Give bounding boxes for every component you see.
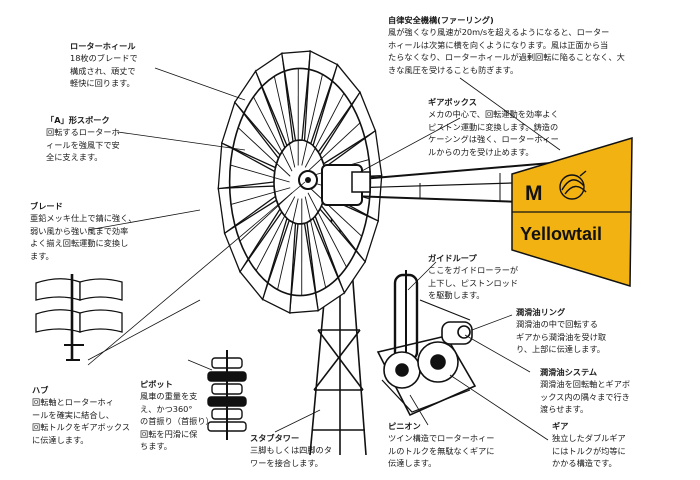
label-text: 風が強くなり風速が20m/sを超えるようになると、ローター ホィールは次第に横を…	[388, 27, 625, 75]
gearbox-detail	[376, 270, 477, 417]
label-stub-tower: スタブタワー 三脚もしくは四脚のタ ワーを接合します。	[250, 432, 332, 469]
label-hub: ハブ 回転軸とローターホィ ールを確実に結合し、 回転トルクをギアボックス に伝…	[32, 384, 130, 446]
rotor-wheel	[217, 50, 383, 314]
label-title: 潤滑油リング	[516, 307, 566, 317]
label-rotor-wheel: ローターホィール 18枚のブレードで 構成され、頑丈で 軽快に回ります。	[70, 40, 138, 90]
label-text: 潤滑油を回転軸とギアボ ックス内の隅々まで行き 渡らせます。	[540, 379, 631, 415]
label-title: ブレード	[30, 201, 63, 211]
label-pinion: ピニオン ツイン構造でローターホィー ルのトルクを無駄なくギアに 伝達します。	[388, 420, 494, 470]
label-title: ローターホィール	[70, 41, 136, 51]
label-text: メカの中心で、回転運動を効率よく ピストン運動に変換します。鋳造の ケーシングは…	[428, 109, 559, 157]
a-spoke	[253, 96, 293, 172]
label-gear: ギア 独立したダブルギア にはトルクが均等に かかる構造です。	[552, 420, 626, 470]
label-title: ギアボックス	[428, 97, 477, 107]
label-blade: ブレード 亜鉛メッキ仕上で錆に強く、 弱い風から強い風まで効率 よく揃え回転運動…	[30, 200, 136, 262]
a-spoke	[237, 127, 291, 177]
label-text: ここをガイドローラーが 上下し、ピストンロッド を駆動します。	[428, 265, 519, 301]
label-a-spoke: 「A」形スポーク 回転するローターホ ィールを強風下で安 全に支えます。	[46, 114, 120, 164]
gearbox-housing	[298, 164, 371, 206]
a-spoke	[307, 192, 347, 268]
label-guide-loop: ガイドループ ここをガイドローラーが 上下し、ピストンロッド を駆動します。	[428, 252, 518, 302]
label-title: ピボット	[140, 379, 173, 389]
label-title: ギア	[552, 421, 569, 431]
label-title: ハブ	[32, 385, 49, 395]
a-spoke	[301, 74, 323, 166]
a-spoke	[273, 76, 296, 168]
label-title: ガイドループ	[428, 253, 477, 263]
tail-vane: M Yellowtail	[349, 136, 633, 288]
a-spoke	[309, 187, 363, 237]
label-title: 自律安全機構(ファーリング)	[388, 15, 494, 25]
bird-logo-icon	[559, 170, 587, 200]
label-title: ピニオン	[388, 421, 421, 431]
pivot-detail	[207, 350, 247, 440]
label-text: ツイン構造でローターホィー ルのトルクを無駄なくギアに 伝達します。	[388, 433, 495, 469]
a-spoke	[304, 196, 327, 288]
a-spoke	[255, 196, 296, 271]
tail-vane-brand: Yellowtail	[520, 224, 602, 244]
label-text: 回転するローターホ ィールを強風下で安 全に支えます。	[46, 127, 120, 163]
label-oil-system: 潤滑油システム 潤滑油を回転軸とギアボ ックス内の隅々まで行き 渡らせます。	[540, 366, 630, 416]
label-text: 風車の重量を支 え、かつ360° の首振り（首振り） 回転を円滑に保 ちます。	[140, 391, 214, 452]
blade-detail	[35, 274, 123, 361]
label-title: スタブタワー	[250, 433, 300, 443]
a-spoke	[230, 164, 290, 183]
label-pivot: ピボット 風車の重量を支 え、かつ360° の首振り（首振り） 回転を円滑に保 …	[140, 378, 214, 452]
label-furling: 自律安全機構(ファーリング) 風が強くなり風速が20m/sを超えるようになると、…	[388, 14, 625, 76]
label-title: 「A」形スポーク	[46, 115, 110, 125]
a-spoke	[304, 93, 345, 168]
label-title: 潤滑油システム	[540, 367, 598, 377]
a-spoke	[277, 198, 299, 290]
leader-lines	[87, 67, 561, 441]
label-text: 18枚のブレードで 構成され、頑丈で 軽快に回ります。	[70, 53, 138, 89]
label-text: 独立したダブルギア にはトルクが均等に かかる構造です。	[552, 433, 626, 469]
a-spoke	[307, 122, 361, 172]
label-gearbox: ギアボックス メカの中心で、回転運動を効率よく ピストン運動に変換します。鋳造の…	[428, 96, 559, 158]
a-spoke	[230, 187, 291, 205]
label-text: 三脚もしくは四脚のタ ワーを接合します。	[250, 445, 332, 468]
label-text: 亜鉛メッキ仕上で錆に強く、 弱い風から強い風まで効率 よく揃え回転運動に変換し …	[30, 213, 137, 261]
label-text: 回転軸とローターホィ ールを確実に結合し、 回転トルクをギアボックス に伝達しま…	[32, 397, 131, 445]
tail-vane-logo-letter: M	[525, 182, 543, 205]
label-oil-ring: 潤滑油リング 潤滑油の中で回転する ギアから潤滑油を受け取 り、上部に伝達します…	[516, 306, 606, 356]
label-text: 潤滑油の中で回転する ギアから潤滑油を受け取 り、上部に伝達します。	[516, 319, 607, 355]
a-spoke	[239, 192, 293, 242]
